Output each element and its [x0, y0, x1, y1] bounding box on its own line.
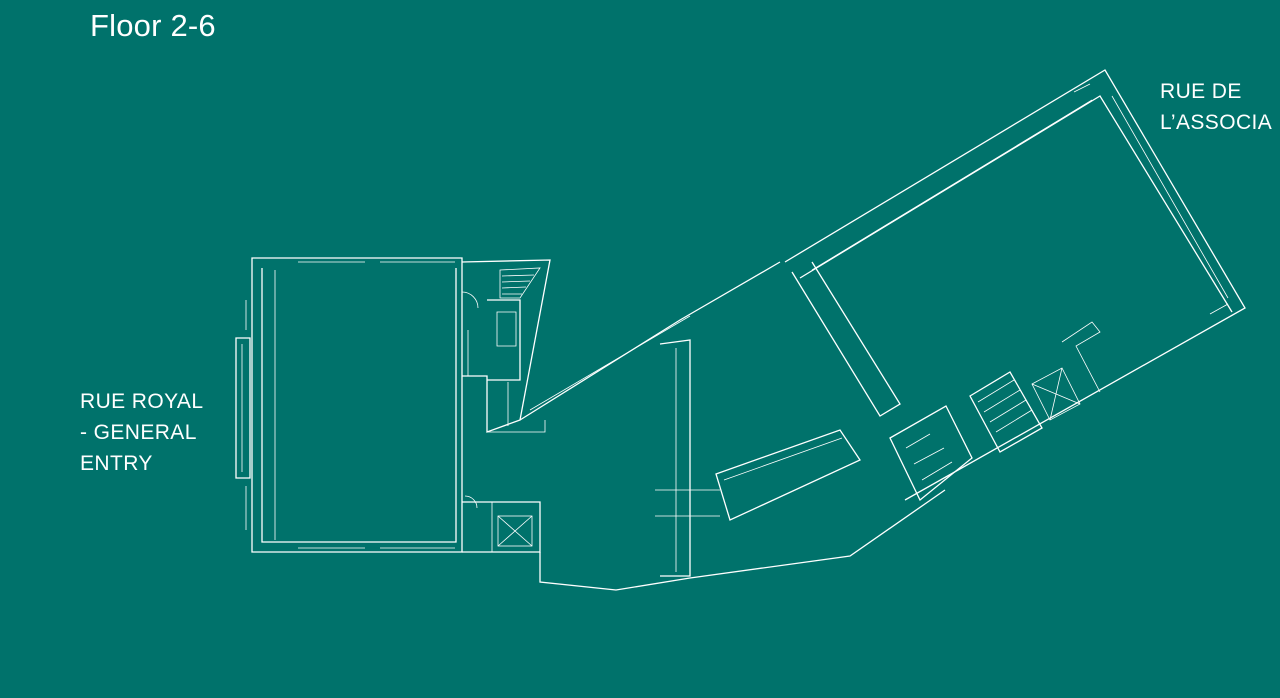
- floor-title: Floor 2-6: [90, 8, 216, 43]
- street-label-line: - GENERAL: [80, 421, 197, 444]
- stairs-icon: [499, 267, 541, 299]
- street-label-line: L’ASSOCIA: [1160, 111, 1273, 134]
- elevator-icon: [497, 515, 533, 547]
- north-core: [461, 259, 551, 433]
- south-core: [462, 495, 541, 553]
- street-label-line: ENTRY: [80, 452, 153, 475]
- street-label-rue-de-lassociation: RUE DE L’ASSOCIA: [1160, 76, 1272, 138]
- west-wing: [235, 257, 463, 553]
- east-wing: [715, 69, 1246, 521]
- elevator-icon: [1031, 367, 1081, 421]
- central-link: [519, 261, 946, 591]
- stairs-icon: [969, 371, 1043, 453]
- street-label-line: RUE ROYAL: [80, 390, 204, 413]
- street-label-line: RUE DE: [1160, 80, 1242, 103]
- street-label-rue-royal: RUE ROYAL - GENERAL ENTRY: [80, 386, 203, 479]
